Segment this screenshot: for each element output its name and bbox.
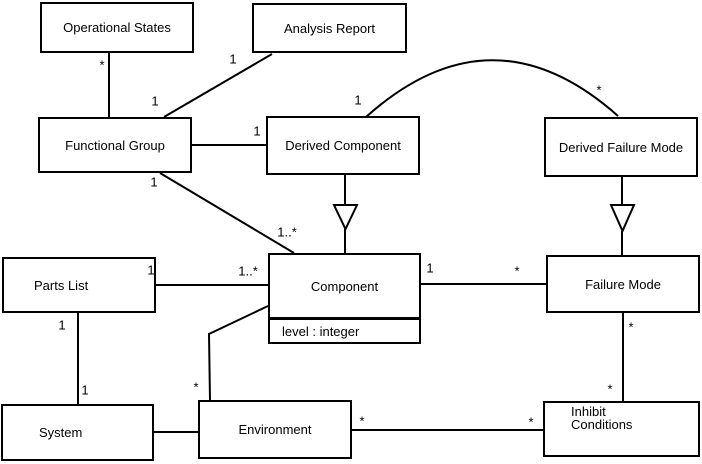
class-name: Derived Failure Mode [558,139,684,155]
class-box-derived-failure-mode[interactable]: Derived Failure Mode [544,117,698,177]
multiplicity-label: * [514,263,520,279]
multiplicity-label: * [359,413,365,429]
multiplicity-label: 1 [229,51,237,67]
multiplicity-label: 1 [81,382,89,398]
multiplicity-label: * [528,414,534,430]
class-name: Component [310,278,379,294]
multiplicity-label: 1 [253,123,261,139]
multiplicity-label: 1 [426,260,434,276]
multiplicity-label: * [628,319,634,335]
class-box-environment[interactable]: Environment [198,400,352,459]
class-attribute: level : integer [270,317,419,342]
multiplicity-label: 1..* [238,263,258,279]
multiplicity-label: * [99,57,105,73]
class-name: Analysis Report [283,20,376,36]
multiplicity-label: * [193,379,199,395]
class-box-analysis-report[interactable]: Analysis Report [252,3,407,53]
multiplicity-label: * [607,381,613,397]
class-name: Parts List [34,277,89,293]
class-name: Inhibit Conditions [571,404,633,432]
class-name: Functional Group [65,137,165,153]
edge-derived-failure-mode--failure-mode-triangle-generalization-arrow-icon [609,204,636,234]
class-box-derived-component[interactable]: Derived Component [266,116,420,175]
multiplicity-label: 1 [150,174,158,190]
class-name: System [39,425,83,440]
edge-functional-group--component [159,172,295,254]
edge-derived-component--component-triangle-generalization-arrow-icon [332,204,359,232]
class-box-parts-list[interactable]: Parts List [2,257,156,313]
class-box-system[interactable]: System [1,404,154,461]
class-box-failure-mode[interactable]: Failure Mode [546,255,700,313]
class-name: Derived Component [285,138,401,153]
edge-derived-component--derived-failure-mode [365,59,619,118]
class-name: Environment [238,422,312,437]
class-name: Failure Mode [585,276,661,292]
multiplicity-label: 1 [354,92,362,108]
class-box-inhibit-conditions[interactable]: Inhibit Conditions [543,401,700,457]
multiplicity-label: 1 [58,317,66,333]
class-box-component[interactable]: Component level : integer [268,253,421,344]
edge-analysis-report--functional-group [163,53,273,118]
multiplicity-label: 1 [147,262,155,278]
class-box-operational-states[interactable]: Operational States [40,2,194,53]
edge-environment--component [207,305,269,401]
multiplicity-label: 1 [151,93,159,109]
class-box-functional-group[interactable]: Functional Group [38,117,192,173]
multiplicity-label: * [596,82,602,98]
multiplicity-label: 1..* [277,224,297,240]
class-name: Operational States [63,20,171,35]
